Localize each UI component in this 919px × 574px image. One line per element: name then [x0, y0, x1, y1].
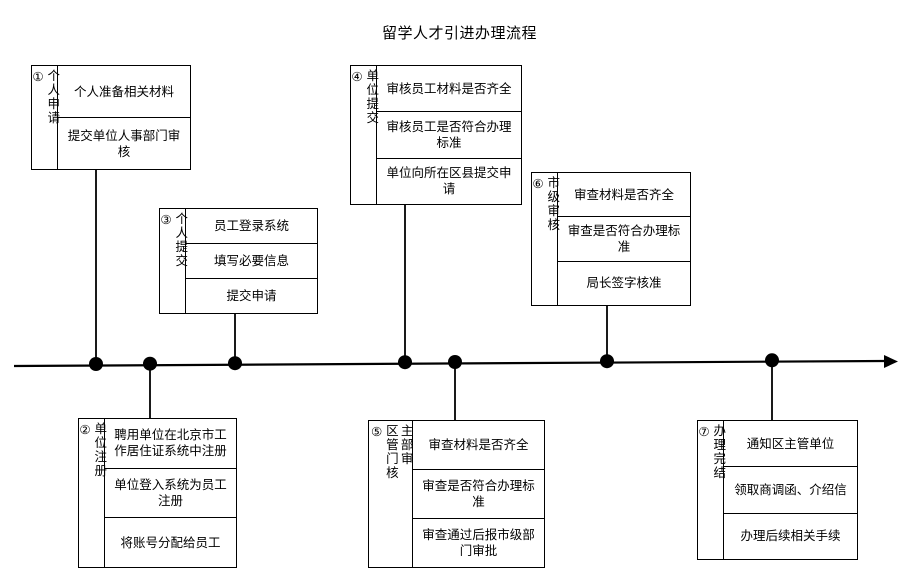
stage-4-label-line-0: 单位提交	[364, 69, 380, 125]
stage-1-label-line-0: 个人申请	[45, 69, 61, 125]
stage-3-marker: ③	[158, 212, 174, 229]
stage-3-row-0[interactable]: 员工登录系统	[186, 209, 317, 244]
stage-3-rows: 员工登录系统 填写必要信息 提交申请	[186, 209, 317, 313]
stage-4-row-1[interactable]: 审核员工是否符合办理标准	[377, 112, 521, 159]
stage-5-marker: ⑤	[369, 424, 385, 441]
stage-6-row-0[interactable]: 审查材料是否齐全	[558, 173, 690, 218]
stage-6-row-2[interactable]: 局长签字核准	[586, 275, 662, 291]
timeline-node-7	[765, 353, 779, 368]
stage-2-row-0[interactable]: 聘用单位在北京市工作居住证系统中注册	[105, 419, 236, 469]
stage-2-row-2[interactable]: 将账号分配给员工	[120, 534, 221, 550]
stage-3-label: 个人提交 ③	[158, 209, 189, 313]
stage-1-row-0[interactable]: 个人准备相关材料	[58, 66, 190, 118]
stage-2-marker: ②	[77, 422, 93, 439]
stage-4-row-2[interactable]: 单位向所在区县提交申请	[386, 165, 512, 197]
stage-5-label-line-1: 主部审	[398, 424, 414, 466]
stage-box-7[interactable]: 办理完结 ⑦ 通知区主管单位 领取商调函、介绍信 办理后续相关手续	[697, 420, 858, 560]
stage-box-2[interactable]: 单位注册 ② 聘用单位在北京市工作居住证系统中注册 单位登入系统为员工注册 将账…	[78, 418, 237, 568]
stage-3-label-line-0: 个人提交	[173, 212, 189, 268]
stage-7-marker: ⑦	[696, 424, 712, 441]
stage-5-label-line-0: 区管门核	[383, 424, 399, 480]
stage-box-3[interactable]: 个人提交 ③ 员工登录系统 填写必要信息 提交申请	[159, 208, 318, 314]
stage-3-row-1[interactable]: 填写必要信息	[186, 244, 317, 279]
stage-2-row-1[interactable]: 单位登入系统为员工注册	[105, 469, 236, 519]
stage-6-rows: 审查材料是否齐全 审查是否符合办理标准 局长签字核准	[558, 173, 690, 305]
timeline-node-4	[398, 355, 412, 370]
stage-7-label-line-0: 办理完结	[711, 424, 727, 480]
stage-6-label-line-0: 市级审核	[545, 176, 561, 232]
stage-6-label: 市级审核 ⑥	[530, 173, 561, 305]
stage-3-row-2[interactable]: 提交申请	[226, 288, 277, 303]
timeline-node-3	[228, 356, 242, 371]
stage-7-row-1[interactable]: 领取商调函、介绍信	[724, 467, 857, 514]
stage-4-rows: 审核员工材料是否齐全 审核员工是否符合办理标准 单位向所在区县提交申请	[377, 66, 521, 204]
stage-5-row-0[interactable]: 审查材料是否齐全	[413, 421, 544, 470]
stage-4-row-0[interactable]: 审核员工材料是否齐全	[377, 66, 521, 113]
stage-5-row-2[interactable]: 审查通过后报市级部门审批	[422, 527, 535, 558]
timeline-node-5	[448, 355, 462, 369]
stage-4-marker: ④	[349, 69, 365, 86]
stage-1-marker: ①	[30, 69, 46, 86]
stage-box-6[interactable]: 市级审核 ⑥ 审查材料是否齐全 审查是否符合办理标准 局长签字核准	[531, 172, 691, 306]
stage-2-label-line-0: 单位注册	[92, 422, 108, 478]
stage-5-row-1[interactable]: 审查是否符合办理标准	[413, 470, 544, 519]
timeline-arrowhead	[884, 355, 898, 368]
page-title: 留学人才引进办理流程	[381, 24, 537, 42]
stage-1-row-1[interactable]: 提交单位人事部门审核	[67, 127, 181, 159]
stage-box-1[interactable]: 个人申请 ① 个人准备相关材料 提交单位人事部门审核	[31, 65, 191, 170]
stage-5-label: 主部审 区管门核 ⑤	[369, 421, 414, 567]
stage-box-5[interactable]: 主部审 区管门核 ⑤ 审查材料是否齐全 审查是否符合办理标准 审查通过后报市级部…	[368, 420, 545, 568]
stage-7-row-0[interactable]: 通知区主管单位	[724, 421, 857, 468]
stage-1-rows: 个人准备相关材料 提交单位人事部门审核	[58, 66, 190, 169]
stage-4-label: 单位提交 ④	[349, 66, 380, 204]
stage-7-label: 办理完结 ⑦	[696, 421, 727, 559]
timeline-node-6	[600, 354, 614, 369]
timeline-node-1	[89, 357, 103, 371]
stage-7-row-2[interactable]: 办理后续相关手续	[740, 528, 841, 544]
stage-2-label: 单位注册 ②	[77, 419, 108, 567]
timeline-node-2	[143, 356, 157, 371]
stage-6-row-1[interactable]: 审查是否符合办理标准	[558, 217, 690, 262]
stage-6-marker: ⑥	[530, 176, 546, 193]
stage-2-rows: 聘用单位在北京市工作居住证系统中注册 单位登入系统为员工注册 将账号分配给员工	[105, 419, 236, 567]
stage-1-label: 个人申请 ①	[30, 66, 61, 169]
stage-5-rows: 审查材料是否齐全 审查是否符合办理标准 审查通过后报市级部门审批	[413, 421, 544, 567]
stage-7-rows: 通知区主管单位 领取商调函、介绍信 办理后续相关手续	[724, 421, 857, 559]
stage-box-4[interactable]: 单位提交 ④ 审核员工材料是否齐全 审核员工是否符合办理标准 单位向所在区县提交…	[350, 65, 522, 205]
